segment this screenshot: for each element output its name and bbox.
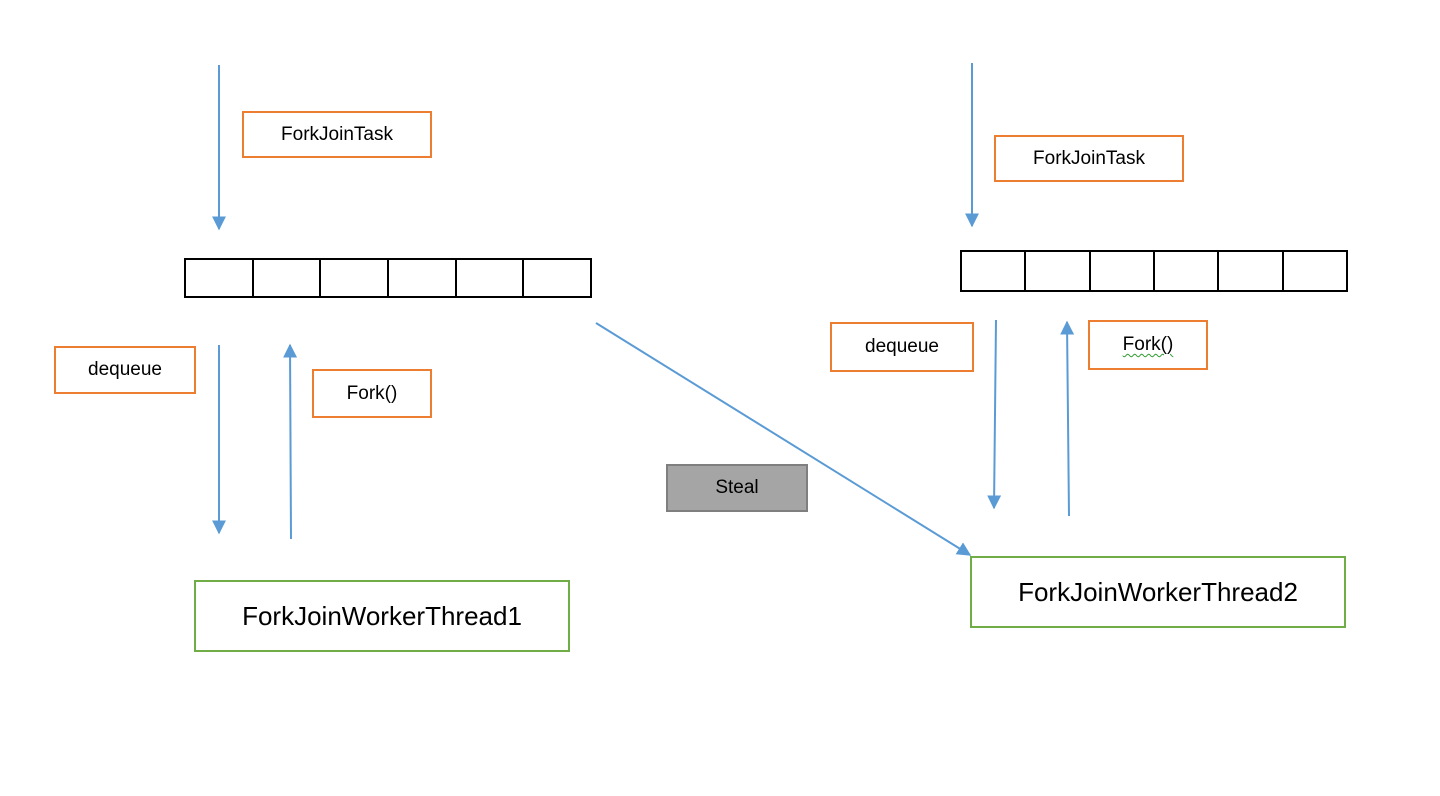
right-queue-slot (962, 252, 1027, 290)
left-fork-arrow (283, 343, 298, 540)
left-queue-slot (186, 260, 254, 296)
right-fork-arrow (1060, 320, 1075, 517)
left-dequeue-label: dequeue (54, 346, 196, 394)
right-forkjointask-label: ForkJoinTask (994, 135, 1184, 182)
right-worker-thread-box: ForkJoinWorkerThread2 (970, 556, 1346, 628)
left-task-queue (184, 258, 592, 298)
steal-label: Steal (666, 464, 808, 512)
left-fork-label: Fork() (312, 369, 432, 418)
right-queue-slot (1219, 252, 1284, 290)
right-queue-slot (1026, 252, 1091, 290)
right-queue-slot (1284, 252, 1346, 290)
right-dequeue-label: dequeue (830, 322, 974, 372)
left-queue-slot (524, 260, 590, 296)
right-fork-label-text: Fork() (1122, 334, 1174, 355)
right-dequeue-arrow (987, 319, 1002, 510)
left-queue-slot (457, 260, 525, 296)
left-queue-slot (389, 260, 457, 296)
right-fork-label: Fork() (1088, 320, 1208, 370)
right-queue-slot (1091, 252, 1155, 290)
left-worker-thread-box: ForkJoinWorkerThread1 (194, 580, 570, 652)
left-queue-slot (321, 260, 390, 296)
right-task-queue (960, 250, 1348, 292)
left-queue-slot (254, 260, 322, 296)
left-forkjointask-label: ForkJoinTask (242, 111, 432, 158)
right-queue-slot (1155, 252, 1220, 290)
steal-arrow (595, 322, 972, 556)
